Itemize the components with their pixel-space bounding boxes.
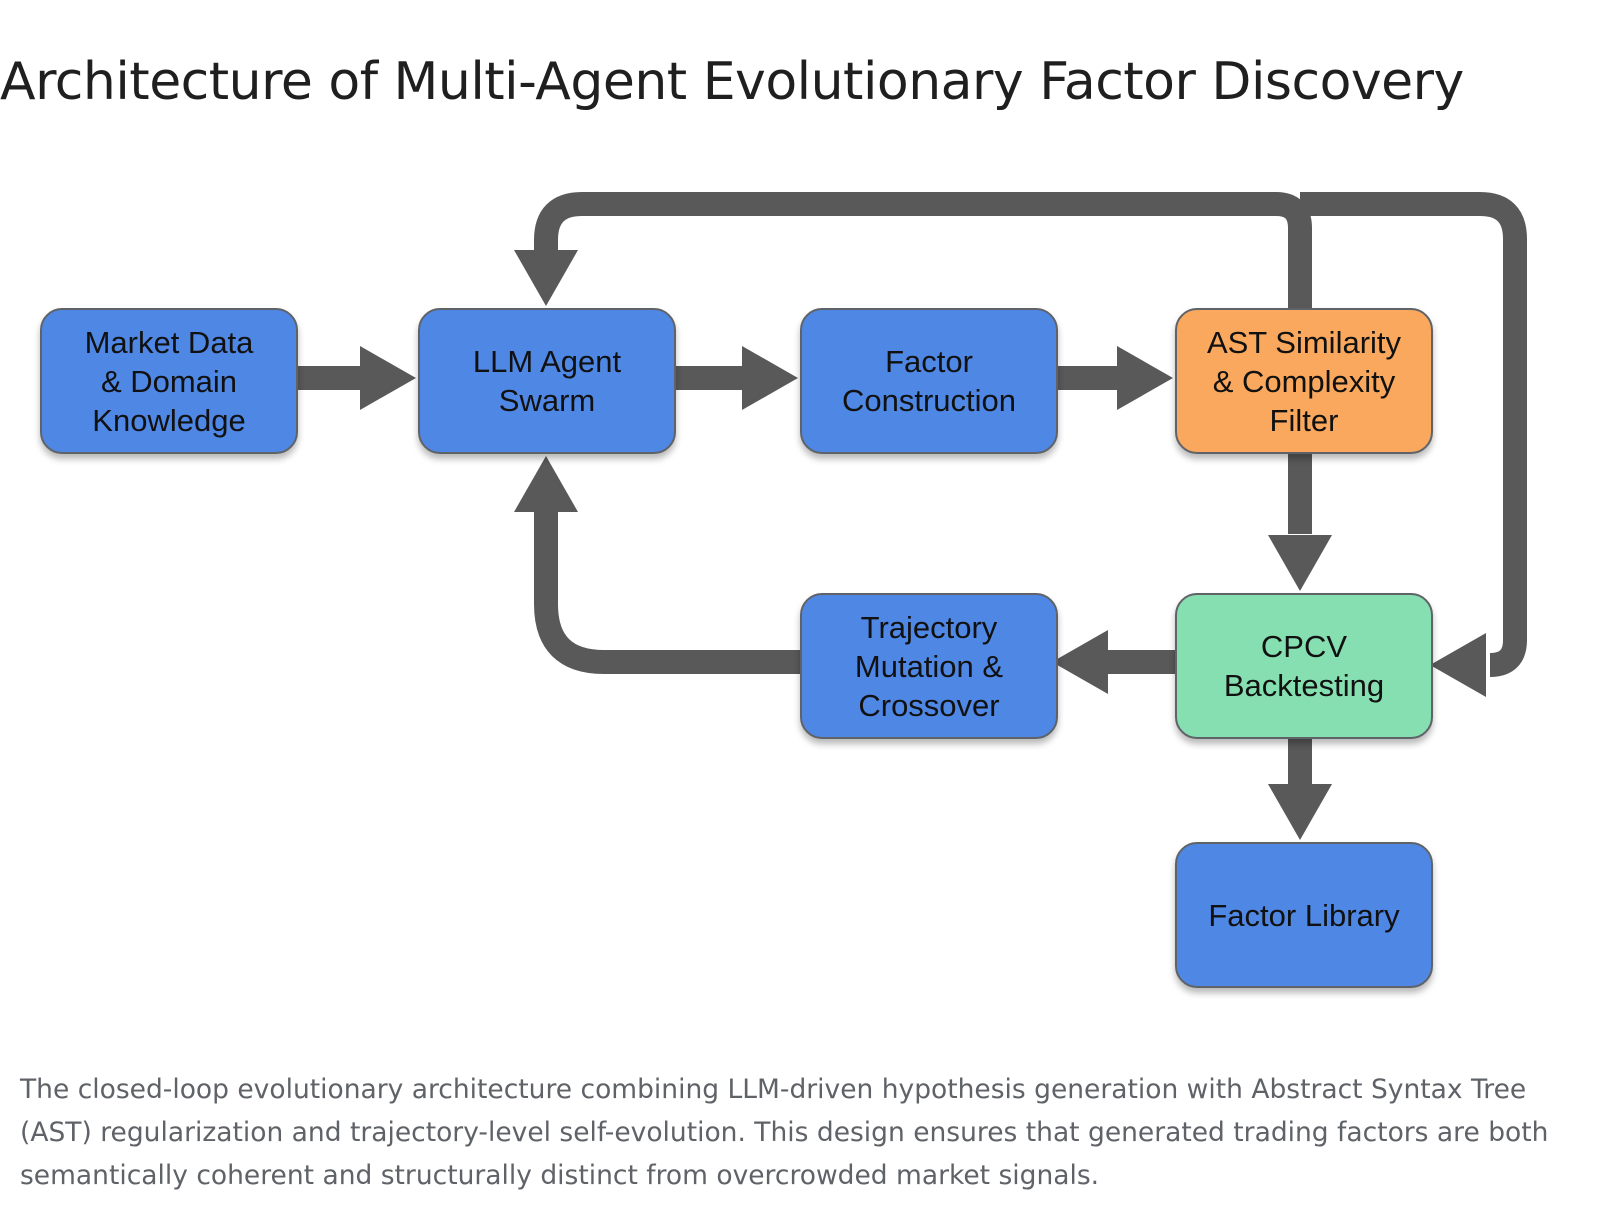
arrowhead-icon: [1117, 346, 1173, 410]
node-label: Trajectory Mutation & Crossover: [854, 609, 1004, 723]
node-factor-library: Factor Library: [1175, 842, 1433, 988]
edge-layer: [290, 192, 1527, 840]
node-factor-construction: Factor Construction: [800, 308, 1058, 454]
arrowhead-icon: [1430, 633, 1486, 697]
arrowhead-icon: [360, 346, 416, 410]
edge-ast-filter-to-cpcv-backtesting: [1268, 454, 1332, 591]
architecture-diagram: Market Data & Domain Knowledge LLM Agent…: [0, 170, 1600, 1030]
arrowhead-icon: [514, 250, 578, 306]
node-llm-agent-swarm: LLM Agent Swarm: [418, 308, 676, 454]
edge-cpcv-backtesting-to-trajectory-mutation: [1052, 630, 1175, 694]
edge-cpcv-backtesting-to-factor-library: [1268, 739, 1332, 840]
arrowhead-icon: [514, 456, 578, 512]
node-label: Market Data & Domain Knowledge: [84, 324, 254, 438]
arrowhead-icon: [742, 346, 798, 410]
node-trajectory-mutation: Trajectory Mutation & Crossover: [800, 593, 1058, 739]
node-market-data: Market Data & Domain Knowledge: [40, 308, 298, 454]
edge-llm-agent-swarm-to-cpcv-backtesting: [1300, 192, 1527, 697]
arrowhead-icon: [1052, 630, 1108, 694]
edge-factor-construction-to-ast-filter: [1050, 346, 1173, 410]
node-label: AST Similarity & Complexity Filter: [1206, 324, 1402, 438]
edge-line: [1300, 192, 1527, 677]
node-ast-filter: AST Similarity & Complexity Filter: [1175, 308, 1433, 454]
node-label: CPCV Backtesting: [1223, 629, 1385, 703]
edge-llm-agent-swarm-to-factor-construction: [668, 346, 798, 410]
figure-caption: The closed-loop evolutionary architectur…: [20, 1074, 1549, 1191]
node-label: Factor Library: [1208, 897, 1400, 933]
node-cpcv-backtesting: CPCV Backtesting: [1175, 593, 1433, 739]
edge-market-data-to-llm-agent-swarm: [290, 346, 416, 410]
edge-line: [534, 192, 1312, 308]
edge-trajectory-mutation-to-llm-agent-swarm: [514, 456, 800, 674]
node-label: LLM Agent Swarm: [472, 344, 622, 418]
edge-line: [534, 510, 800, 674]
page-title: Architecture of Multi-Agent Evolutionary…: [0, 52, 1464, 112]
arrowhead-icon: [1268, 535, 1332, 591]
arrowhead-icon: [1268, 784, 1332, 840]
node-label: Factor Construction: [841, 344, 1017, 418]
edge-ast-filter-to-llm-agent-swarm: [514, 192, 1312, 308]
